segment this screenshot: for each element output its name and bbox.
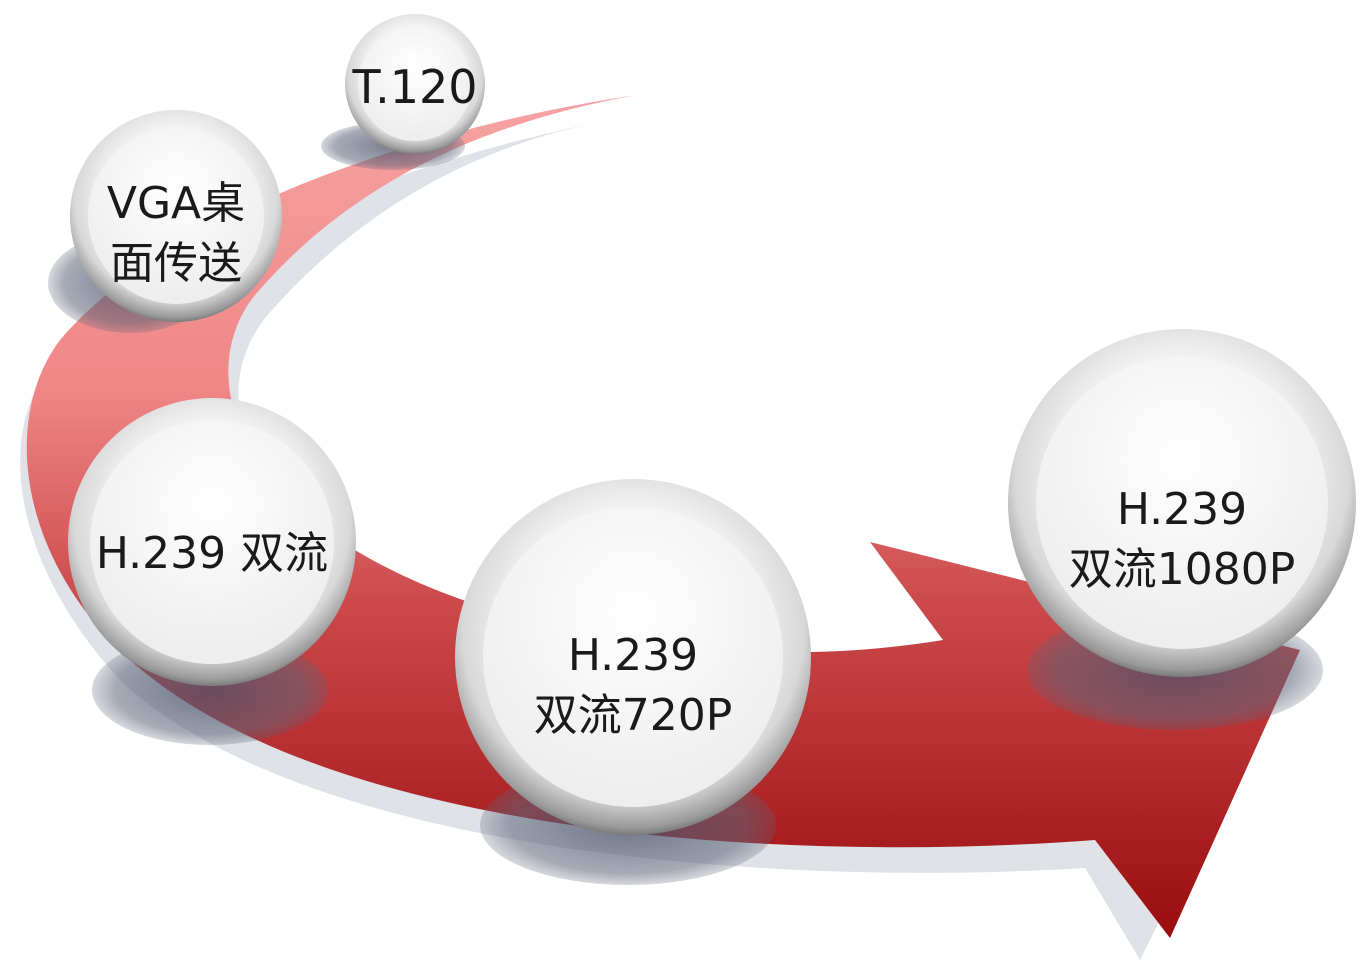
node-label-line-1: H.239 [568,630,698,681]
node-label-line-1: H.239 [1117,484,1247,535]
node-label: T.120 [351,60,477,114]
node-t120: T.120 [345,14,485,154]
node-label-line-1: VGA桌 [107,178,245,229]
node-label-line-2: 双流1080P [1069,544,1296,595]
node-h239-dual-stream: H.239 双流 [68,398,356,686]
node-label-line-2: 面传送 [110,238,242,289]
node-vga-desktop-transfer: VGA桌 面传送 [70,110,282,322]
node-h239-1080p: H.239 双流1080P [1008,329,1356,677]
progress-arrow [26,95,1300,938]
node-label-line-2: 双流720P [534,690,733,741]
node-label: H.239 双流 [96,528,328,579]
node-h239-720p: H.239 双流720P [455,479,811,835]
